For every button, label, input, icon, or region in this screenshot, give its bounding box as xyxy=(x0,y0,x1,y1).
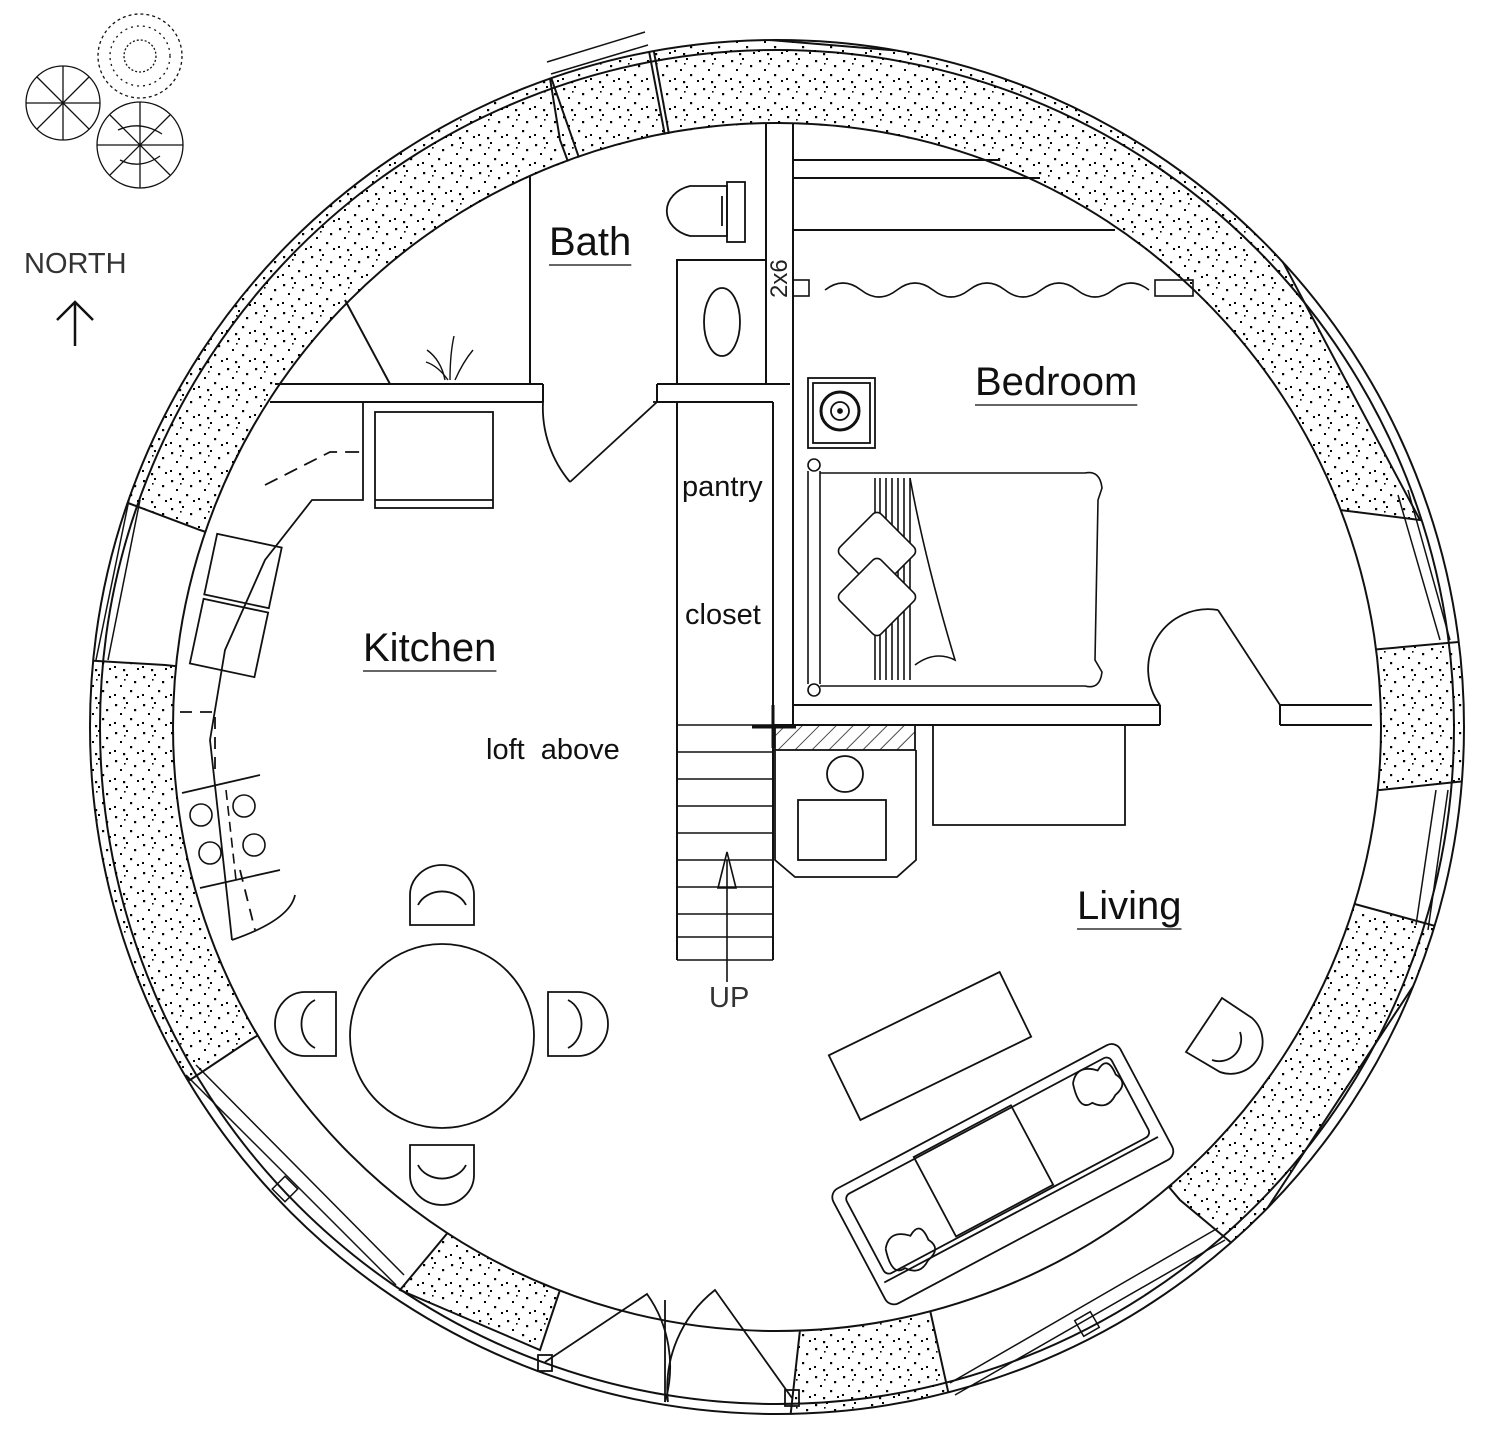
sink-icon xyxy=(703,287,741,357)
room-label-kitchen: Kitchen xyxy=(363,626,497,670)
tree-icon xyxy=(25,13,184,189)
front-door[interactable] xyxy=(537,1288,800,1407)
refrigerator-icon xyxy=(374,411,494,509)
stairs xyxy=(677,724,773,982)
windows xyxy=(95,31,1451,1396)
kitchen-counter xyxy=(180,402,364,941)
north-arrow-icon xyxy=(56,300,94,346)
room-label-living: Living xyxy=(1077,884,1182,928)
toilet-icon xyxy=(665,181,746,243)
closet-label: closet xyxy=(685,599,761,631)
sofa-icon xyxy=(831,1043,1175,1306)
doors xyxy=(541,401,1281,706)
desk xyxy=(932,725,1126,826)
pantry-label: pantry xyxy=(682,471,763,503)
stove-icon xyxy=(189,789,266,881)
nightstand-icon xyxy=(807,377,876,449)
wood-stove-icon xyxy=(774,724,917,878)
coffee-table xyxy=(827,970,1033,1122)
stairs-up-label: UP xyxy=(709,982,750,1014)
wall-dimension-label: 2x6 xyxy=(766,259,793,298)
loft-above-label: loft above xyxy=(486,734,620,766)
room-label-bath: Bath xyxy=(549,220,632,264)
bed-icon xyxy=(807,458,1103,697)
room-label-bedroom: Bedroom xyxy=(975,360,1138,404)
closet-curtain xyxy=(792,279,1194,298)
chair-icon xyxy=(274,864,1264,1206)
dining-table xyxy=(349,943,535,1129)
north-label: NORTH xyxy=(24,248,127,280)
plant-icon xyxy=(425,335,474,381)
